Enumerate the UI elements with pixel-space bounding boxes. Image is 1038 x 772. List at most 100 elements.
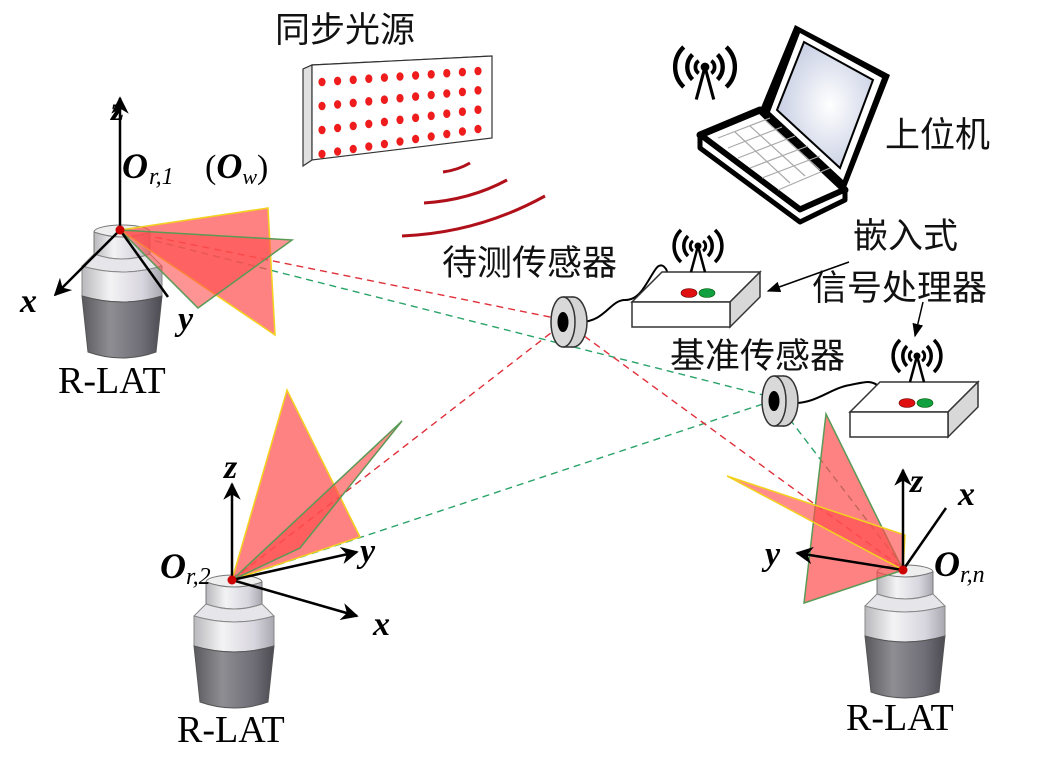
led-dot: [443, 68, 451, 78]
sensor-ring-reference: [761, 375, 799, 427]
rlat-station-n: [726, 411, 948, 699]
rlat-station-1: [53, 96, 295, 359]
led-dot: [427, 111, 435, 121]
rlat-label-1: R-LAT: [58, 360, 166, 402]
origin-point-n: [898, 565, 908, 575]
origin-point-1: [115, 225, 125, 235]
led-dot: [412, 134, 420, 144]
led-dot: [396, 115, 404, 125]
led-dot: [349, 75, 357, 85]
axis-x-n: [901, 507, 948, 571]
sensor-ring-test: [550, 296, 588, 348]
laser-fan-2a: [230, 387, 362, 582]
led-dot: [427, 90, 435, 100]
axis-y-label-1: y: [174, 301, 194, 338]
led-dot: [334, 100, 342, 109]
axis-x-label-2: x: [372, 606, 390, 643]
led-dot: [380, 73, 388, 82]
axis-x-2: [231, 578, 359, 621]
origin-label-2: Or,2: [160, 546, 211, 590]
led-dot: [334, 147, 342, 156]
sensor-cable-2: [789, 381, 878, 405]
led-dot: [365, 97, 373, 106]
sensor-under-test-label: 待测传感器: [442, 244, 617, 284]
led-dot: [474, 66, 482, 76]
led-dot: [443, 89, 451, 98]
led-dot: [380, 95, 388, 104]
sensor-cable-1: [579, 264, 669, 323]
led-dot: [396, 137, 404, 146]
led-dot: [334, 123, 342, 133]
led-dot: [318, 101, 326, 111]
axis-z-label-n: z: [909, 463, 924, 500]
origin-point-2: [227, 575, 237, 585]
led-dot: [474, 105, 482, 114]
host-antenna-icon: [675, 47, 735, 100]
origin-label-1: Or,1: [122, 146, 174, 190]
host-computer-laptop: [696, 25, 890, 225]
led-dot: [365, 74, 373, 83]
pointer-arrow-processor-2: [912, 301, 924, 338]
axis-y-label-2: y: [356, 533, 376, 570]
laser-fan-1b: [118, 229, 295, 309]
led-dot: [380, 117, 388, 127]
led-dot: [349, 98, 357, 108]
reference-sensor: [761, 375, 878, 427]
led-dot: [365, 119, 373, 129]
embedded-processor-2: [849, 381, 979, 438]
origin-label-n: Or,n: [934, 544, 985, 588]
led-dot: [458, 87, 466, 97]
axis-y-label-n: y: [761, 536, 781, 573]
axis-x-1: [53, 229, 121, 297]
embedded-processor-1: [631, 271, 761, 328]
led-array: [318, 66, 482, 159]
axis-x-label-1: x: [19, 283, 37, 320]
world-origin-label: (Ow): [205, 146, 268, 189]
reference-sensor-label: 基准传感器: [670, 337, 845, 377]
led-dot: [380, 139, 388, 149]
axis-y-1: [118, 229, 170, 298]
led-dot: [412, 71, 420, 80]
led-dot: [396, 93, 404, 103]
led-dot: [349, 121, 357, 131]
rlat-station-2: [193, 387, 403, 709]
led-dot: [458, 107, 466, 116]
led-dot: [318, 77, 326, 87]
rlat-device-n: [864, 564, 946, 699]
light-sync-waves: [401, 161, 546, 238]
led-dot: [443, 109, 451, 118]
led-dot: [318, 125, 326, 135]
led-dot: [474, 86, 482, 95]
pointer-arrow-processor-1: [766, 261, 850, 292]
led-dot: [427, 132, 435, 141]
led-dot: [458, 127, 466, 136]
led-dot: [365, 142, 373, 151]
led-dot: [412, 92, 420, 101]
axis-y-2: [231, 546, 359, 582]
led-dot: [318, 149, 326, 159]
led-dot: [349, 144, 357, 154]
led-dot: [458, 67, 466, 77]
led-dot: [334, 76, 342, 86]
embedded-processor-label-line1: 嵌入式: [853, 217, 958, 257]
ray-station2-to-test-sensor: [231, 321, 566, 581]
rlat-device-2: [193, 574, 275, 709]
laser-fan-2b: [231, 420, 403, 581]
axis-z-label-1: z: [110, 91, 125, 128]
led-dot: [427, 70, 435, 79]
embedded-processor-label-line2: 信号处理器: [812, 269, 987, 309]
sync-light-source-label: 同步光源: [275, 11, 415, 51]
rlat-label-n: R-LAT: [846, 697, 954, 739]
processor-2-antenna-icon: [891, 338, 943, 384]
led-dot: [474, 124, 482, 134]
processor-1-antenna-icon: [672, 228, 724, 274]
host-computer-label: 上位机: [885, 116, 990, 156]
sync-light-source-panel: [302, 55, 493, 168]
rlat-label-2: R-LAT: [177, 709, 285, 751]
axis-x-label-n: x: [957, 476, 975, 513]
axis-y-n: [795, 546, 904, 572]
led-dot: [412, 113, 420, 123]
axis-z-label-2: z: [223, 449, 238, 486]
